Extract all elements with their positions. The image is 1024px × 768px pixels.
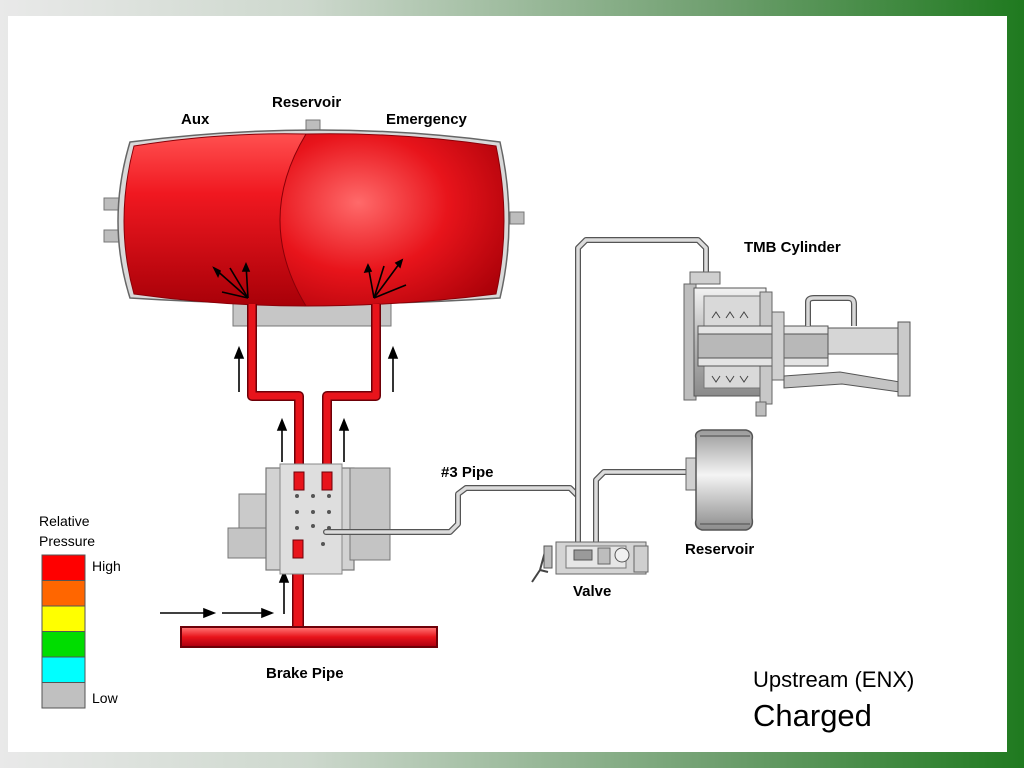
- uncharged-pipes: [323, 237, 709, 551]
- status-line1: Upstream (ENX): [753, 667, 914, 692]
- legend-swatch-0: [41, 554, 86, 581]
- legend-swatch-3: [41, 631, 86, 658]
- legend-swatch-2: [41, 605, 86, 632]
- reservoir-right-label: Reservoir: [685, 541, 754, 558]
- legend-title-line1: Relative: [39, 513, 90, 529]
- legend-high-label: High: [92, 558, 121, 574]
- valve-assembly: [531, 541, 649, 583]
- legend-swatches: [41, 554, 86, 709]
- legend-swatch-5: [41, 682, 86, 709]
- legend-swatch-4: [41, 656, 86, 683]
- aux-label: Aux: [181, 111, 210, 128]
- emergency-label: Emergency: [386, 111, 468, 128]
- legend-swatch-1: [41, 580, 86, 607]
- flow-arrows: [160, 345, 399, 619]
- legend-low-label: Low: [92, 690, 119, 706]
- valve-label: Valve: [573, 583, 611, 600]
- status-line2: Charged: [753, 698, 872, 733]
- tmb-cylinder-label: TMB Cylinder: [744, 239, 841, 256]
- charged-pipes: [247, 304, 381, 630]
- reservoir-top-label: Reservoir: [272, 94, 341, 111]
- brake-pipe-label: Brake Pipe: [266, 665, 344, 682]
- pressure-legend: Relative Pressure High Low: [39, 513, 121, 709]
- tmb-cylinder: [683, 271, 911, 417]
- control-valve-body: [227, 463, 391, 575]
- legend-title-line2: Pressure: [39, 533, 95, 549]
- right-reservoir: [685, 429, 754, 531]
- reservoir-tank: [103, 119, 525, 327]
- brake-pipe: [180, 626, 438, 648]
- pipe3-label: #3 Pipe: [441, 464, 494, 481]
